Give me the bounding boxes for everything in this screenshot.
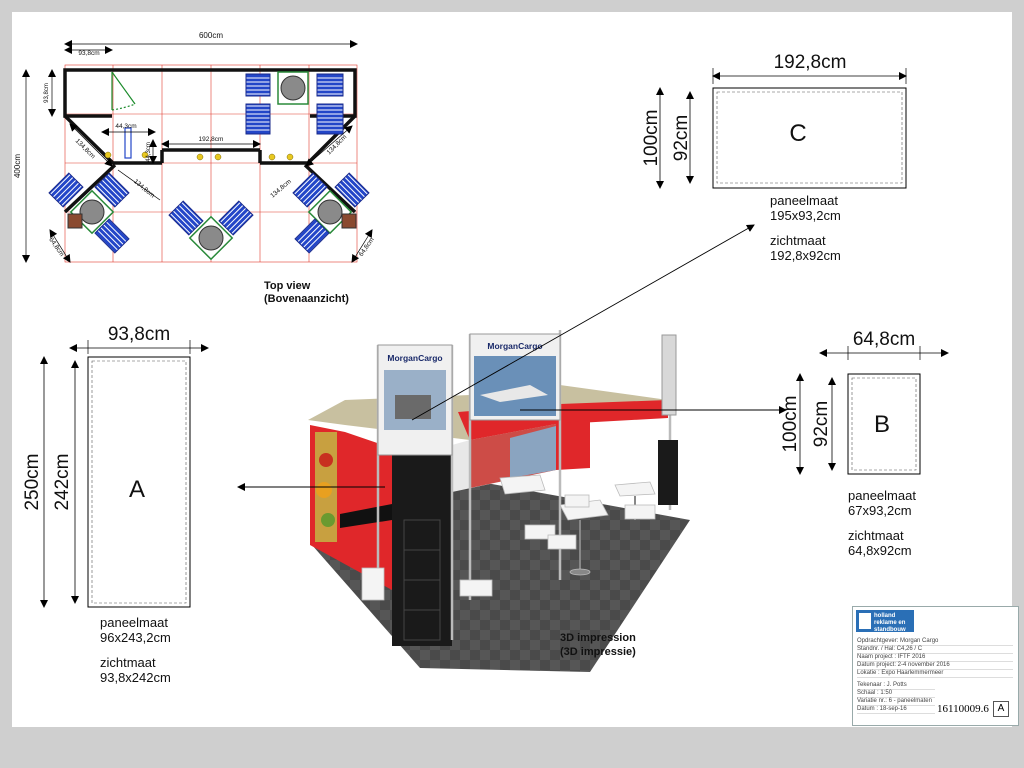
leader-arrows [237, 224, 787, 491]
title-row: Tekenaar : J. Potts [857, 681, 935, 690]
dim-label: 44,3cm [115, 123, 136, 130]
panel-a-outer-height: 250cm [22, 453, 43, 510]
panel-c-width: 192,8cm [774, 52, 847, 73]
side-cabinet [341, 213, 357, 229]
panel-c-zichtmaat: 192,8x92cm [770, 248, 841, 263]
dim-label: 600cm [199, 31, 223, 40]
dim-label: 93,8cm [78, 50, 99, 57]
top-view: 600cm 93,8cm 93,8cm 44,3cm 44,3cm 192,8c… [13, 31, 376, 305]
title-row: Lokatie : Expo Haarlemmermeer [857, 669, 1013, 678]
panel-a-zichtmaat-label: zichtmaat [100, 655, 156, 670]
panel-b-zichtmaat-label: zichtmaat [848, 528, 904, 543]
title-row: Naam project : IFTF 2016 [857, 653, 1013, 662]
dim-label: 44,3cm [146, 142, 152, 162]
dim-label: 400cm [13, 154, 22, 178]
panel-a-width: 93,8cm [108, 324, 170, 345]
panel-b-letter: B [874, 411, 890, 438]
panel-a-zichtmaat: 93,8x242cm [100, 670, 171, 685]
title-row: Opdrachtgever: Morgan Cargo [857, 637, 1013, 646]
table-set-center [168, 200, 254, 261]
dim-label: 134,8cm [132, 178, 156, 199]
logo-mark-icon [859, 613, 871, 629]
dim-label: 134,8cm [326, 134, 349, 157]
title-row: Schaal : 1:50 [857, 689, 935, 698]
version-letter: A [993, 701, 1009, 717]
panel-c-paneelmaat: 195x93,2cm [770, 208, 841, 223]
impression-title: 3D impression [560, 632, 636, 644]
side-cabinet [67, 213, 83, 229]
panel-b-inner-height: 92cm [811, 401, 832, 447]
panel-a: 93,8cm 250cm 242cm A paneelmaat 96x243,2… [22, 324, 209, 685]
panel-b-column [661, 334, 677, 416]
panel-c-zichtmaat-label: zichtmaat [770, 233, 826, 248]
company-logo: holland reklame en standbouw bv [856, 610, 914, 640]
booth-furniture [361, 474, 656, 601]
table-set-right [292, 172, 370, 254]
panel-a-letter: A [129, 476, 145, 503]
panel-c-outer-height: 100cm [641, 109, 662, 166]
storage-unit [124, 127, 132, 159]
impression-subtitle: (3D impressie) [560, 646, 636, 658]
table-set-left [48, 172, 130, 254]
booth-3d-impression: MorganCargo MorganCargo [308, 330, 690, 672]
top-view-dimension-lines [22, 40, 373, 263]
panel-b-width: 64,8cm [853, 329, 915, 350]
panel-b-outer-height: 100cm [780, 395, 801, 452]
panel-c-brand: MorganCargo [487, 341, 542, 351]
panel-b-paneelmaat-label: paneelmaat [848, 488, 916, 503]
table-set-top-right [245, 71, 344, 135]
title-row: Datum : 18-sep-16 [857, 705, 935, 714]
panel-b-zichtmaat: 64,8x92cm [848, 543, 912, 558]
panel-a-inner-height: 242cm [52, 453, 73, 510]
panel-b: 64,8cm 100cm 92cm B paneelmaat 67x93,2cm… [780, 329, 949, 558]
panel-b-paneelmaat: 67x93,2cm [848, 503, 912, 518]
title-row: Standnr. / Hal: C4,26 / C [857, 645, 1013, 654]
title-row: Datum project: 2-4 november 2016 [857, 661, 1013, 670]
black-tower [392, 448, 452, 646]
panel-a-brand: MorganCargo [387, 353, 442, 363]
bar-stools [104, 151, 294, 161]
right-rack [658, 440, 678, 505]
top-view-title: Top view [264, 280, 311, 292]
title-row: Variatie nr.: 6 - paneelmaten [857, 697, 935, 706]
dim-label: 192,8cm [199, 136, 224, 143]
dim-label: 64,8cm [47, 236, 65, 257]
top-view-subtitle: (Bovenaanzicht) [264, 293, 349, 305]
panel-c-inner-height: 92cm [671, 115, 692, 161]
panel-c-letter: C [789, 120, 806, 147]
dim-label: 134,8cm [269, 178, 293, 199]
dim-label: 64,8cm [358, 236, 376, 257]
door-symbol [111, 71, 136, 111]
panel-a-paneelmaat: 96x243,2cm [100, 630, 171, 645]
dim-label: 93,8cm [44, 83, 50, 103]
panel-a-paneelmaat-label: paneelmaat [100, 615, 168, 630]
title-block: holland reklame en standbouw bv Opdracht… [852, 606, 1019, 726]
company-name: holland reklame en standbouw bv [874, 613, 906, 640]
panel-c-paneelmaat-label: paneelmaat [770, 193, 838, 208]
panel-c: 192,8cm 100cm 92cm C paneelmaat 195x93,2… [641, 52, 907, 263]
project-number: 16110009.6 [937, 703, 989, 715]
